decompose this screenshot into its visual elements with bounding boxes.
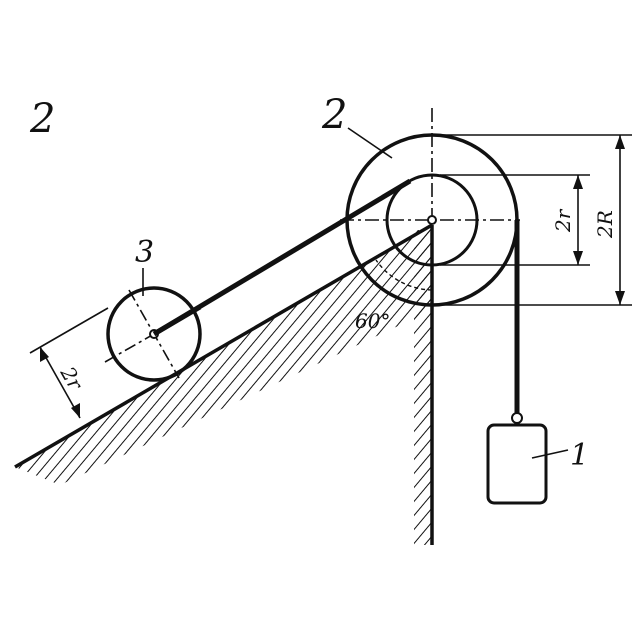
dim-arrow-R-bottom <box>615 291 625 305</box>
roller-diameter-label: 2r <box>55 362 88 395</box>
pulley-outer-diameter-label: 2R <box>593 210 617 239</box>
roller-dim-arrow-bottom <box>71 403 80 418</box>
roller-label: 3 <box>135 235 154 270</box>
incline-surface <box>14 223 433 469</box>
weight-body <box>486 423 548 505</box>
pulley-leader <box>347 127 393 159</box>
pulley-inner-diameter-label: 2r <box>551 208 575 233</box>
roller-dim-ext-top <box>29 307 109 354</box>
angle-arc <box>375 259 433 291</box>
dim-arrow-r-top <box>573 175 583 189</box>
weight-label: 1 <box>570 438 589 473</box>
wall-hatching <box>414 230 432 545</box>
dim-arrow-R-top <box>615 135 625 149</box>
angle-label: 60° <box>355 309 390 333</box>
dim-arrow-r-bottom <box>573 251 583 265</box>
pulley-axle <box>427 215 437 225</box>
roller-dim-arrow-top <box>40 347 49 362</box>
roller-dim-line <box>39 346 81 419</box>
weight-leader <box>531 449 569 459</box>
problem-number: 2 <box>29 96 55 142</box>
pulley-label: 2 <box>321 92 347 138</box>
roller-circle <box>106 286 202 382</box>
rope-re-stroke <box>152 304 202 337</box>
incline-hatching <box>15 225 432 485</box>
rope-hook <box>511 412 523 424</box>
